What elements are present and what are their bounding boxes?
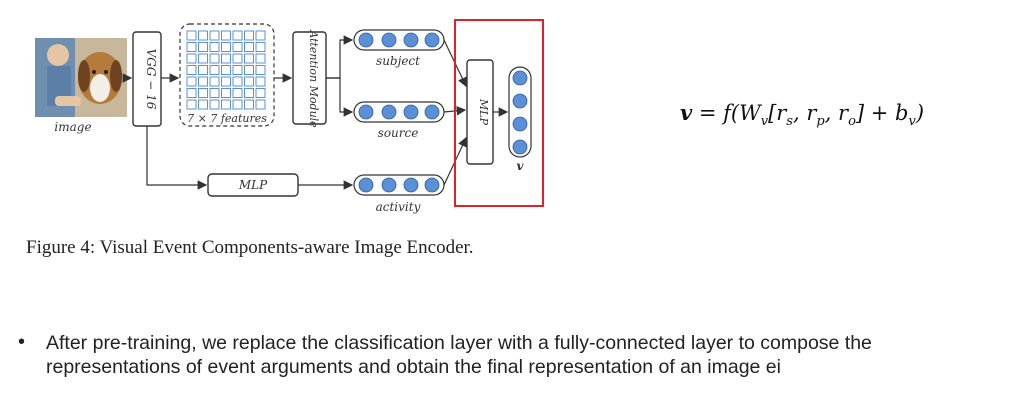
feature-cell xyxy=(232,42,243,52)
feature-cell xyxy=(221,65,231,75)
feature-cell xyxy=(244,65,254,75)
feature-cell xyxy=(186,99,197,110)
mlp-top-label: MLP xyxy=(477,98,490,126)
feature-cell xyxy=(209,42,220,52)
feature-cell xyxy=(186,88,197,98)
feature-cell xyxy=(221,88,231,98)
neuron-node xyxy=(381,177,397,193)
feature-cell xyxy=(232,65,243,75)
neuron-node xyxy=(424,32,440,48)
event-encoder-diagram: image VGG − 16 7 × 7 features Attention … xyxy=(35,19,544,214)
formula-text: v = f(Wv[rs, rp, ro] + bv) xyxy=(680,100,925,130)
formula-v: v xyxy=(680,100,693,125)
feature-cell xyxy=(232,76,243,87)
feature-cell xyxy=(198,99,208,110)
feature-cell xyxy=(209,76,220,87)
feature-cell xyxy=(244,30,254,41)
feature-cell xyxy=(255,76,266,87)
attention-text: Attention Module xyxy=(307,29,320,128)
feature-cell xyxy=(198,76,208,87)
feature-cell xyxy=(244,88,254,98)
output-label: v xyxy=(517,159,525,173)
feature-cell xyxy=(255,53,266,64)
neuron-node xyxy=(512,139,528,155)
feature-cell xyxy=(255,88,266,98)
feature-cell xyxy=(209,30,220,41)
feature-cell xyxy=(244,99,254,110)
neuron-node xyxy=(358,104,374,120)
feature-cell xyxy=(232,99,243,110)
neuron-node xyxy=(424,104,440,120)
feature-cell xyxy=(198,88,208,98)
feature-cell xyxy=(221,30,231,41)
feature-cell xyxy=(209,88,220,98)
neuron-node xyxy=(512,116,528,132)
feature-cell xyxy=(255,30,266,41)
activity-label: activity xyxy=(376,200,421,214)
neuron-node xyxy=(381,32,397,48)
feature-cell xyxy=(232,30,243,41)
output-nodes xyxy=(512,70,528,155)
activity-nodes xyxy=(358,177,440,193)
feature-cell xyxy=(198,42,208,52)
subject-label: subject xyxy=(376,54,420,68)
feature-cell xyxy=(198,53,208,64)
feature-cell xyxy=(186,76,197,87)
feature-cell xyxy=(186,65,197,75)
feature-cell xyxy=(198,65,208,75)
feature-cell xyxy=(209,53,220,64)
feature-cell xyxy=(186,42,197,52)
bullet-point: • After pre-training, we replace the cla… xyxy=(18,331,1018,379)
neuron-node xyxy=(512,70,528,86)
neuron-node xyxy=(358,177,374,193)
source-label: source xyxy=(378,126,419,140)
feature-cell xyxy=(186,53,197,64)
bullet-marker: • xyxy=(18,331,26,353)
neuron-node xyxy=(358,32,374,48)
mlp-bottom-label: MLP xyxy=(238,178,268,192)
output-vector xyxy=(508,66,532,158)
feature-cell xyxy=(209,65,220,75)
neuron-node xyxy=(512,93,528,109)
feature-cell xyxy=(209,99,220,110)
feature-cell xyxy=(221,53,231,64)
features-label: 7 × 7 features xyxy=(187,112,267,125)
bullet-text: After pre-training, we replace the class… xyxy=(46,332,872,378)
attention-label: Attention Module xyxy=(307,29,320,128)
subject-nodes xyxy=(358,32,440,48)
feature-cell xyxy=(221,42,231,52)
highlight-box xyxy=(454,19,544,207)
neuron-node xyxy=(403,104,419,120)
feature-cell xyxy=(221,76,231,87)
figure-caption: Figure 4: Visual Event Components-aware … xyxy=(26,237,474,258)
feature-cell xyxy=(232,88,243,98)
neuron-node xyxy=(403,177,419,193)
feature-cell xyxy=(255,99,266,110)
neuron-node xyxy=(381,104,397,120)
feature-grid xyxy=(186,30,266,110)
feature-cell xyxy=(244,42,254,52)
neuron-node xyxy=(403,32,419,48)
feature-cell xyxy=(198,30,208,41)
feature-cell xyxy=(221,99,231,110)
feature-cell xyxy=(244,76,254,87)
source-nodes xyxy=(358,104,440,120)
feature-cell xyxy=(255,65,266,75)
input-image xyxy=(35,38,127,117)
image-label: image xyxy=(54,120,91,134)
neuron-node xyxy=(424,177,440,193)
feature-cell xyxy=(244,53,254,64)
vgg16-label: VGG − 16 xyxy=(144,49,158,110)
feature-cell xyxy=(232,53,243,64)
formula: v = f(Wv[rs, rp, ro] + bv) xyxy=(680,100,924,129)
feature-cell xyxy=(186,30,197,41)
feature-cell xyxy=(255,42,266,52)
